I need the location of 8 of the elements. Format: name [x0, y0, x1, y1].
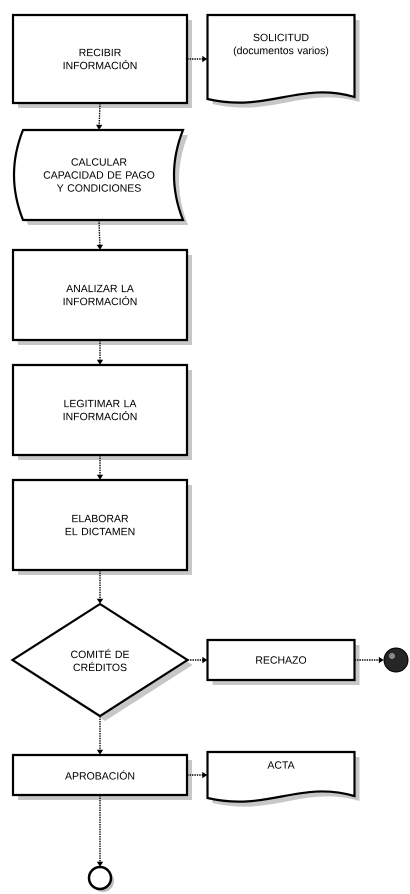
process-box: ANALIZAR LA INFORMACIÓN	[12, 248, 192, 345]
process-box: APROBACIÓN	[12, 754, 192, 800]
process-box: RECIBIR INFORMACIÓN	[12, 14, 192, 108]
process-box: RECHAZO	[206, 638, 360, 685]
process-box: ELABORAR EL DICTAMEN	[12, 478, 192, 575]
end-circle	[88, 866, 114, 892]
end-circle	[384, 648, 408, 672]
process-box: LEGITIMAR LA INFORMACIÓN	[12, 364, 192, 460]
